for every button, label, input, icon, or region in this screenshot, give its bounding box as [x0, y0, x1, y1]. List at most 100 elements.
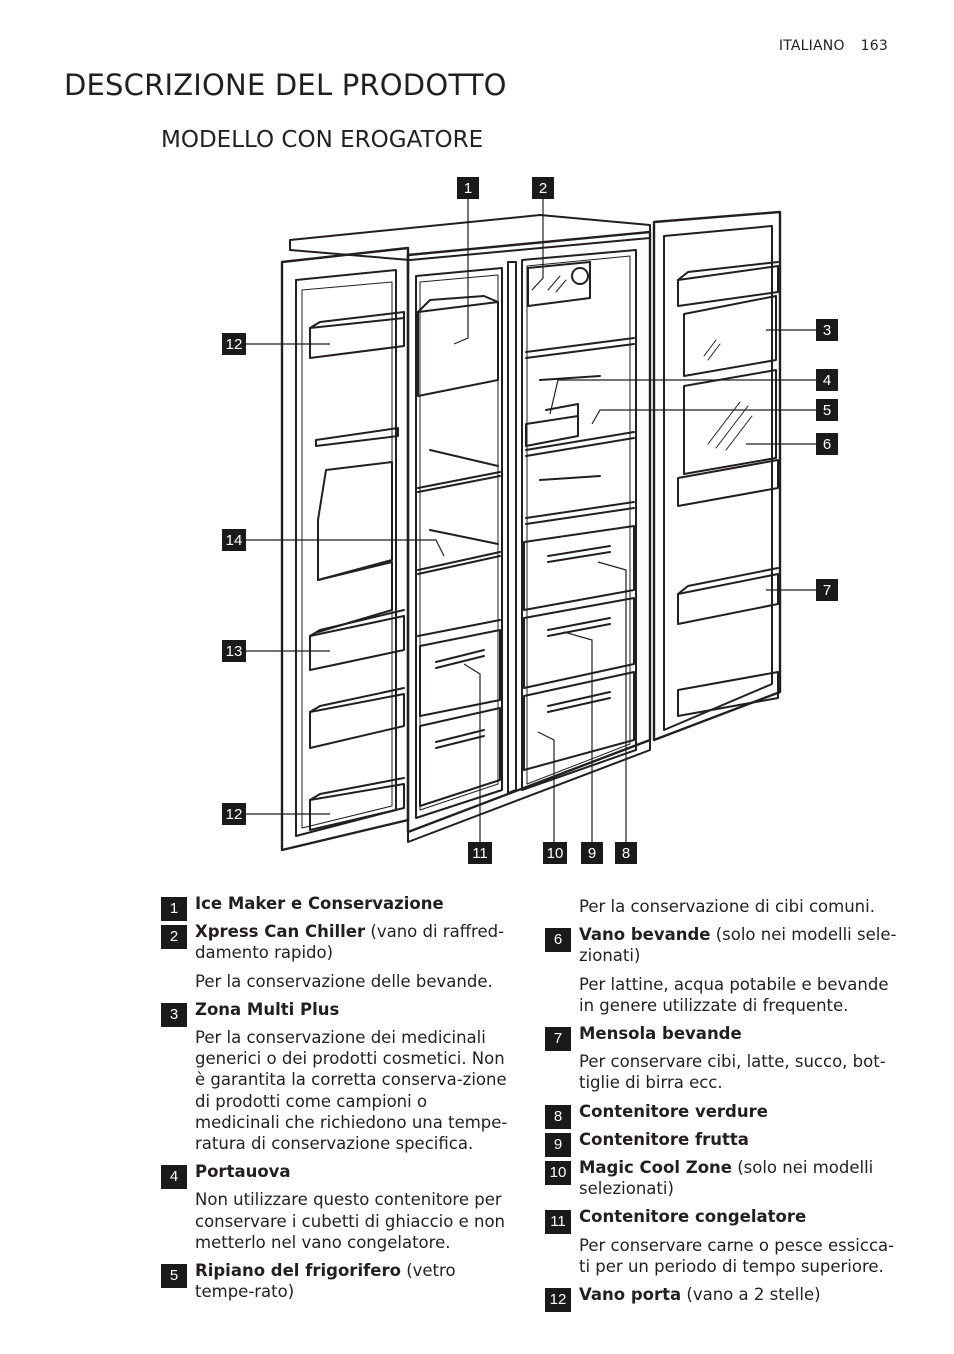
svg-text:3: 3: [823, 322, 831, 339]
legend-desc-7: Per conservare cibi, latte, succo, bot-t…: [579, 1052, 886, 1093]
legend-item-4: 4 Portauova: [161, 1161, 516, 1190]
door-bin-bottom-left: [309, 783, 405, 831]
legend-name: Contenitore verdure: [579, 1101, 768, 1121]
svg-text:9: 9: [588, 845, 596, 862]
svg-text:2: 2: [539, 180, 547, 197]
legend-name: Vano bevande: [579, 925, 711, 945]
header-page-number: 163: [860, 38, 888, 54]
legend-number: 12: [545, 1288, 571, 1313]
freezer-drawer-upper: [419, 629, 501, 717]
callout-14: 14: [222, 529, 246, 551]
svg-text:7: 7: [823, 582, 831, 599]
callout-8: 8: [615, 842, 637, 864]
left-door: [280, 246, 410, 852]
legend-number: 7: [545, 1027, 571, 1052]
svg-text:8: 8: [622, 845, 630, 862]
door-bin-mid-left: [309, 615, 405, 671]
legend-number: 2: [161, 925, 187, 950]
svg-text:12: 12: [226, 806, 243, 823]
svg-text:1: 1: [464, 180, 472, 197]
legend-desc-4: Non utilizzare questo contenitore per co…: [195, 1190, 506, 1252]
callout-12-top: 12: [222, 333, 246, 355]
legend-name: Ripiano del frigorifero: [195, 1261, 401, 1281]
legend-name: Contenitore frutta: [579, 1129, 749, 1149]
callout-4: 4: [816, 369, 838, 391]
freezer-compartment: [415, 267, 503, 819]
door-bin-mid-right: [677, 459, 779, 507]
legend-number: 3: [161, 1002, 187, 1027]
callout-10: 10: [543, 842, 567, 864]
legend-number: 6: [545, 928, 571, 953]
callout-6: 6: [816, 433, 838, 455]
legend-number: 9: [545, 1132, 571, 1157]
svg-text:11: 11: [472, 845, 488, 862]
page-title: DESCRIZIONE DEL PRODOTTO: [64, 68, 507, 102]
callout-13: 13: [222, 640, 246, 662]
callout-5: 5: [816, 399, 838, 421]
ice-maker: [417, 301, 499, 397]
callout-12-bottom: 12: [222, 803, 246, 825]
svg-text:6: 6: [823, 436, 831, 453]
legend-name: Ice Maker e Conservazione: [195, 894, 444, 913]
legend-desc-11: Per conservare carne o pesce essicca-ti …: [579, 1235, 895, 1276]
legend-number: 4: [161, 1165, 187, 1190]
legend-item-5: 5 Ripiano del frigorifero (vetro tempe-ra…: [161, 1260, 516, 1302]
legend-number: 5: [161, 1264, 187, 1289]
legend-desc-5-continued: Per la conservazione di cibi comuni.: [579, 897, 875, 916]
legend-name: Vano porta: [579, 1285, 682, 1305]
svg-text:14: 14: [226, 532, 243, 549]
fridge-diagram: 1 2 3 4 5 6 7 8 9 10 11 12 14 13 12: [222, 177, 838, 864]
page-header: ITALIANO 163: [763, 38, 888, 54]
svg-text:13: 13: [226, 643, 243, 660]
leader-lines: [245, 198, 817, 843]
crisper-fruit: [523, 597, 635, 689]
legend-number: 11: [545, 1210, 571, 1235]
legend-note: (solo nei modelli selezionati): [579, 1158, 874, 1199]
legend-note: (vetro tempe-rato): [195, 1261, 456, 1302]
legend-name: Contenitore congelatore: [579, 1207, 807, 1227]
right-door: [652, 210, 782, 742]
legend-name: Zona Multi Plus: [195, 999, 340, 1019]
section-title: MODELLO CON EROGATORE: [161, 127, 484, 153]
header-language: ITALIANO: [778, 38, 845, 54]
legend-item-12: 12 Vano porta (vano a 2 stelle): [545, 1284, 900, 1313]
crisper-vegetables: [523, 525, 635, 611]
fridge-compartment: [521, 249, 637, 791]
callout-1: 1: [457, 177, 479, 199]
callout-11: 11: [468, 842, 492, 864]
egg-tray: [525, 415, 579, 447]
door-bin-top-right: [677, 265, 779, 307]
legend-desc-6: Per lattine, acqua potabile e bevande in…: [579, 974, 889, 1015]
callout-7: 7: [816, 579, 838, 601]
legend-item-1: 1 Ice Maker e Conservazione: [161, 893, 516, 921]
callout-9: 9: [581, 842, 603, 864]
door-bin-bottom-right: [677, 671, 779, 717]
legend-note: (vano a 2 stelle): [681, 1285, 821, 1305]
multi-plus-zone: [683, 295, 777, 377]
legend-item-3: 3 Zona Multi Plus: [161, 999, 516, 1027]
svg-text:12: 12: [226, 336, 243, 353]
legend-item-11: 11 Contenitore congelatore: [545, 1206, 900, 1235]
legend-item-9: 9 Contenitore frutta: [545, 1129, 900, 1157]
callout-2: 2: [532, 177, 554, 199]
callout-3: 3: [816, 319, 838, 341]
legend-desc-3: Per la conservazione dei medicinali gene…: [195, 1028, 508, 1154]
legend-number: 1: [161, 897, 187, 921]
svg-text:4: 4: [823, 372, 831, 389]
legend-name: Portauova: [195, 1162, 291, 1182]
door-bin-low-left: [309, 693, 405, 749]
door-bin-top-left: [309, 317, 405, 359]
dispenser: [317, 461, 393, 581]
drinks-shelf: [677, 573, 779, 625]
legend-desc-2: Per la conservazione delle bevande.: [195, 971, 493, 991]
legend-name: Magic Cool Zone: [579, 1158, 732, 1178]
svg-text:10: 10: [547, 845, 564, 862]
legend-note: (vano di raffred-damento rapido): [195, 922, 505, 963]
freezer-drawer-lower: [419, 707, 501, 807]
